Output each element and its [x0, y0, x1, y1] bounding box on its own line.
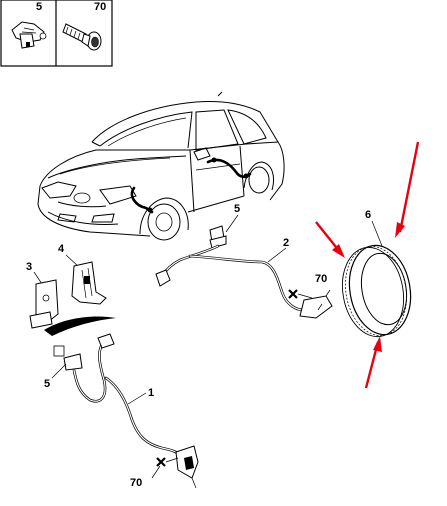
callout-5-top: 5	[234, 203, 240, 215]
callout-70-right: 70	[315, 273, 327, 285]
bracket-3	[29, 279, 59, 329]
callout-5-left: 5	[44, 378, 50, 390]
rear-sensor-harness	[155, 244, 333, 319]
clip-icon	[11, 21, 47, 49]
callout-3: 3	[26, 261, 32, 273]
legend-label-bolt: 70	[94, 1, 106, 13]
abs-tone-ring	[341, 244, 412, 338]
callout-2: 2	[283, 237, 289, 249]
callout-70-bottom: 70	[130, 477, 142, 489]
red-arrow-left	[315, 221, 345, 258]
legend-label-clip: 5	[36, 1, 42, 13]
callout-1: 1	[148, 387, 154, 399]
connector-clip-top	[209, 225, 227, 249]
red-arrow-top-right	[395, 141, 420, 238]
bolt-icon	[62, 23, 102, 51]
legend-box: 5 70	[0, 0, 113, 67]
red-arrow-bottom	[364, 336, 382, 389]
callout-6: 6	[365, 209, 371, 221]
bracket-4	[71, 261, 107, 305]
callout-4: 4	[58, 243, 65, 255]
front-sensor-harness	[63, 333, 199, 489]
car-outline	[37, 91, 285, 241]
